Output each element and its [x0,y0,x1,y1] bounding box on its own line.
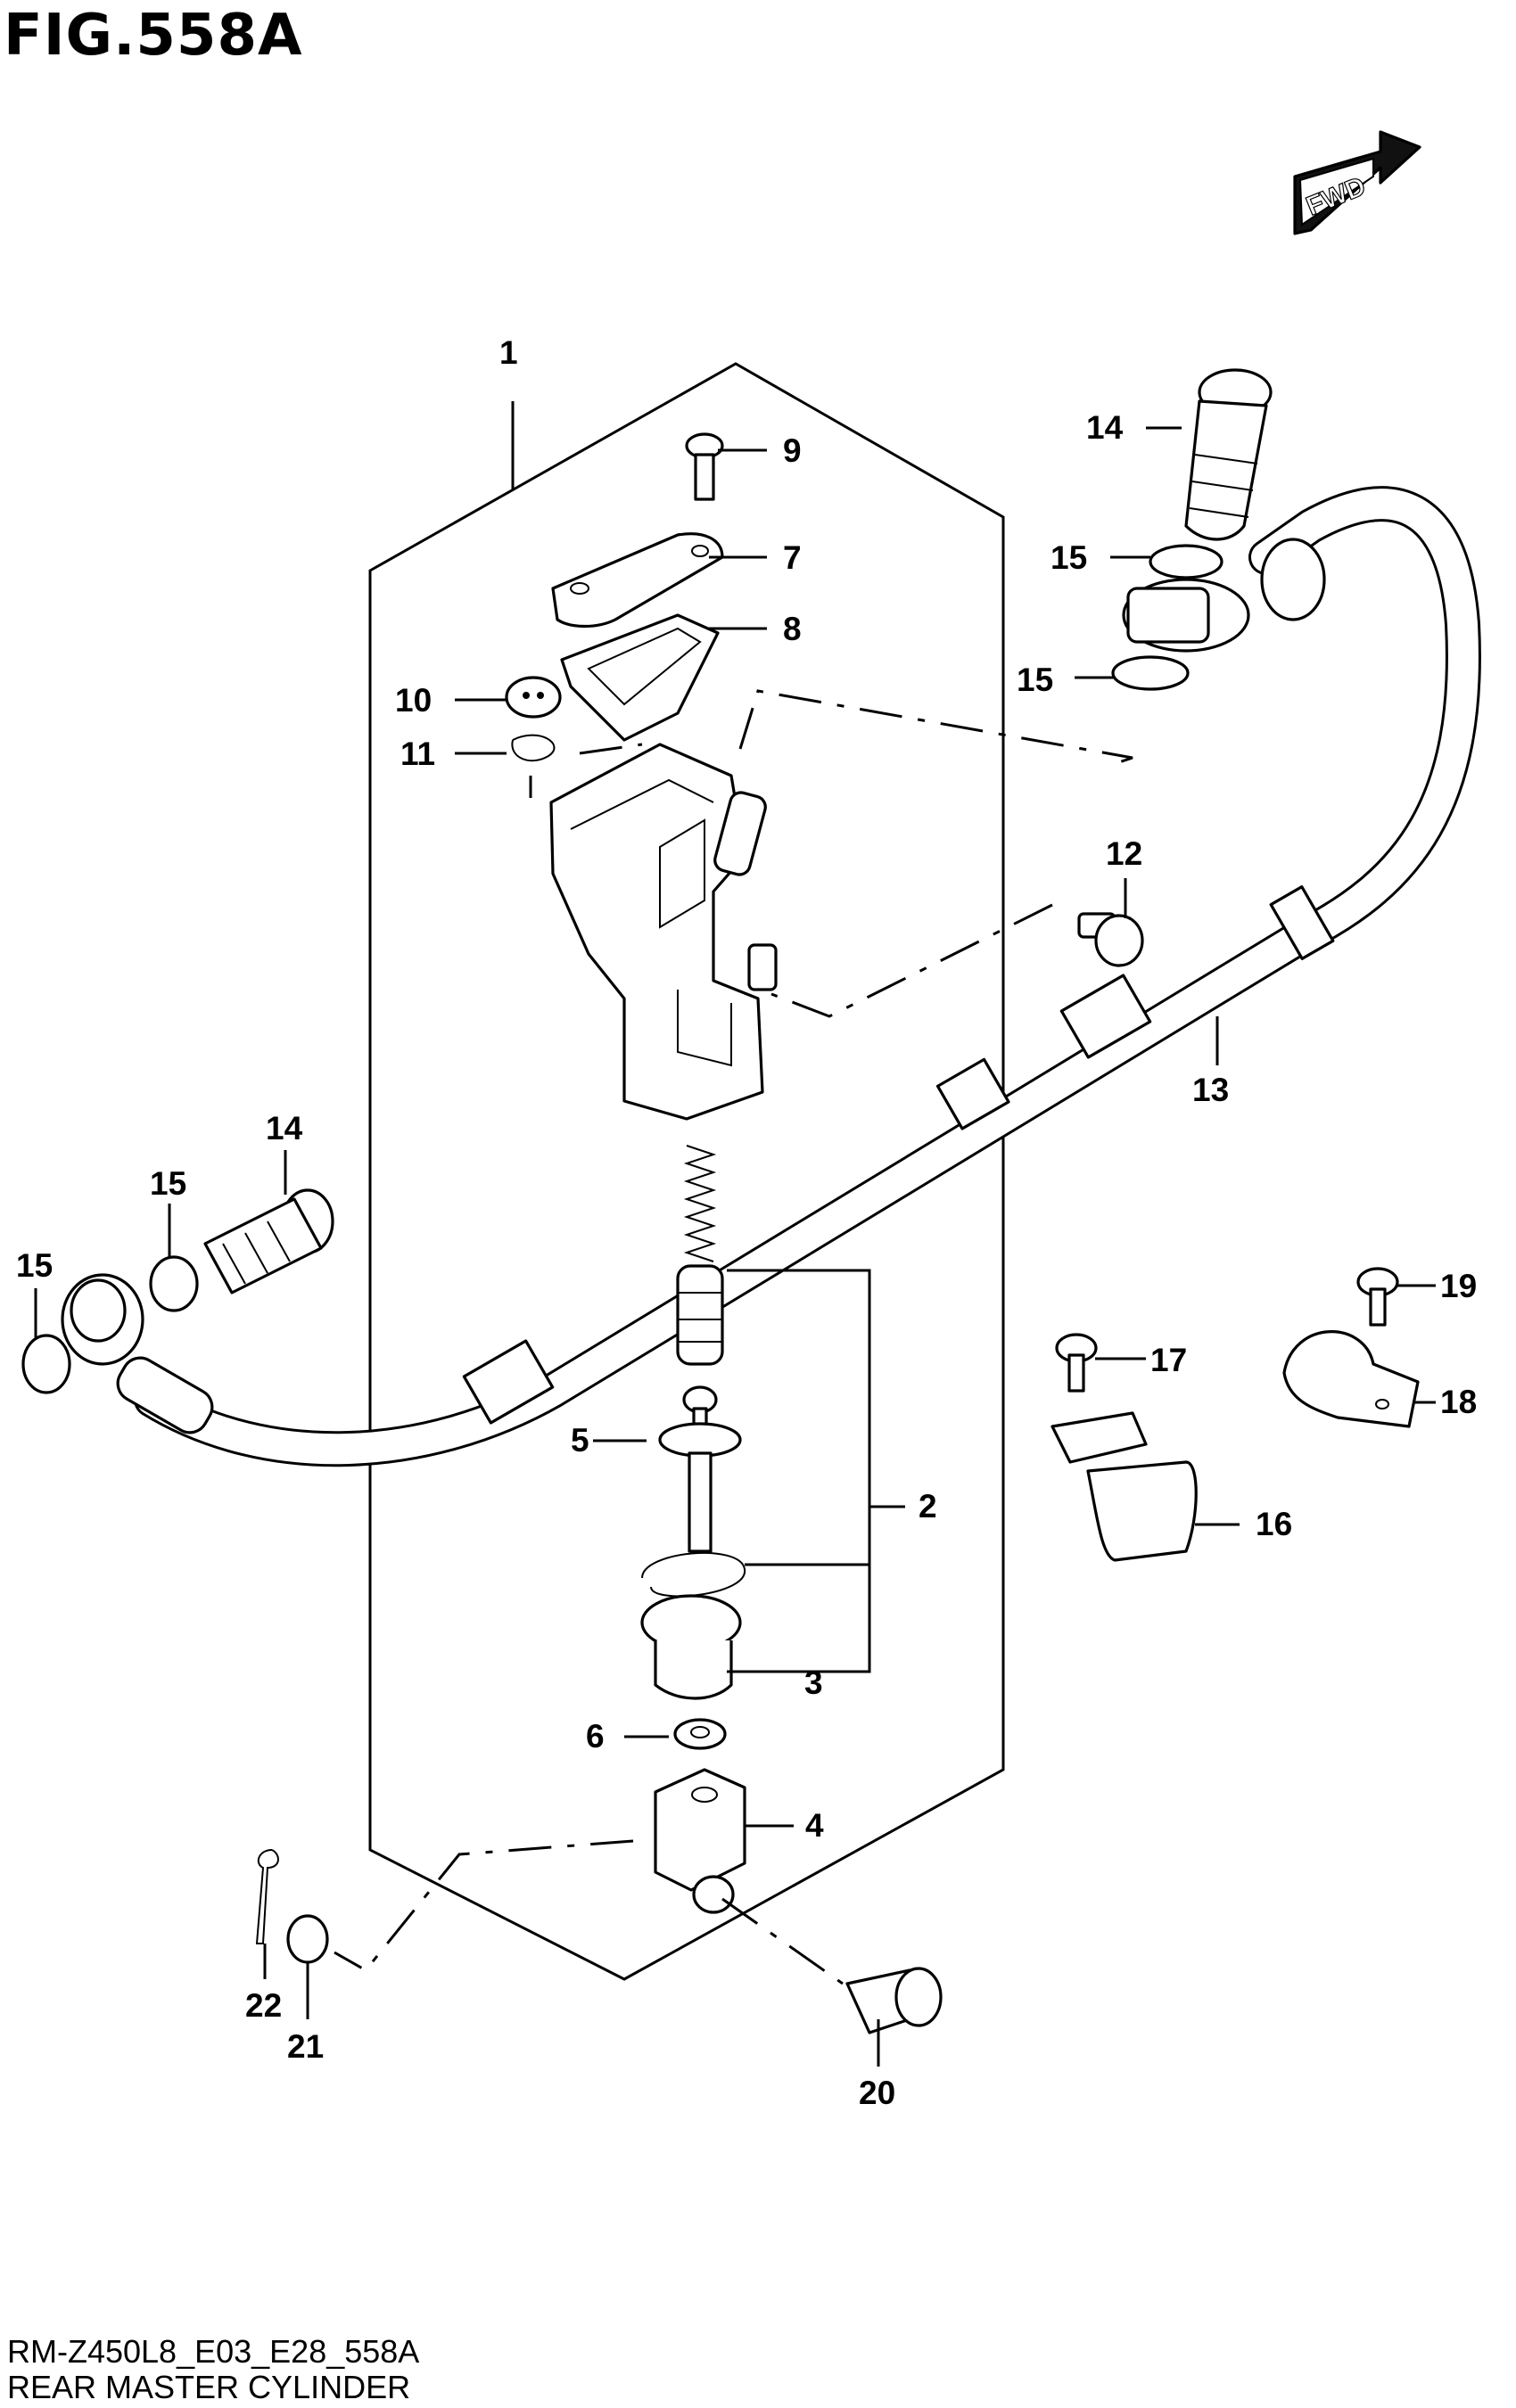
callout-15-upper-b: 15 [1017,662,1053,698]
callout-13: 13 [1192,1072,1229,1108]
spring [683,1145,717,1262]
pin-20 [845,1967,943,2034]
plate-10 [505,676,562,719]
piston [676,1264,724,1366]
callout-22: 22 [245,1987,282,2024]
callout-19: 19 [1440,1268,1477,1304]
upper-banjo-fitting [1122,538,1326,653]
callout-5: 5 [571,1422,589,1459]
callout-20: 20 [859,2075,895,2111]
washer-15a [1149,544,1224,579]
reservoir-cap [551,532,724,629]
callout-21: 21 [287,2028,324,2065]
screw-9 [685,432,724,501]
figure-title: FIG.558A [4,3,303,69]
clevis-4 [654,1768,746,1914]
callout-1: 1 [499,334,518,371]
callout-3: 3 [804,1664,823,1701]
callout-12: 12 [1106,835,1142,872]
callout-14-upper: 14 [1086,409,1124,446]
model-code: RM-Z450L8_E03_E28_558A [7,2333,420,2370]
bolt-19 [1356,1267,1399,1327]
master-cylinder-body [549,743,778,1121]
callout-18: 18 [1440,1384,1477,1420]
nut-6 [673,1718,727,1750]
brake-hose [134,486,1481,1467]
callout-16: 16 [1256,1506,1292,1542]
callout-labels: 1 2 3 4 5 6 7 8 9 10 11 12 13 14 14 15 1… [16,334,1477,2111]
union-bolt-14a [1184,368,1273,541]
cotter-pin-22 [255,1849,279,1944]
callout-14-lower: 14 [266,1110,303,1146]
leader-lines [34,426,1436,2067]
washer-15c [149,1255,199,1312]
callout-4: 4 [805,1807,824,1844]
callout-11: 11 [400,736,435,772]
hose-guide-16 [1050,1411,1198,1562]
bolt-17 [1055,1333,1098,1393]
callout-10: 10 [395,682,432,719]
snap-ring [641,1551,746,1598]
callout-7: 7 [783,539,802,576]
callout-15-lower-a: 15 [150,1165,186,1202]
fwd-arrow-icon: FWD [1293,130,1421,235]
alignment-lines [334,689,1133,1985]
bolt-12 [1077,912,1144,967]
assembly-boundary [368,362,1005,1981]
diaphragm [560,613,720,742]
callout-9: 9 [783,432,802,469]
washer-21 [286,1914,329,1964]
washer-15b [1111,655,1190,691]
callout-15-lower-b: 15 [16,1247,53,1284]
push-rod-5 [658,1385,742,1553]
callout-17: 17 [1150,1342,1187,1378]
callout-8: 8 [783,611,802,647]
lower-banjo-fitting [61,1273,214,1434]
bracket-18 [1282,1330,1420,1428]
circlip-11 [511,734,556,762]
callout-15-upper-a: 15 [1050,539,1087,576]
callout-6: 6 [586,1718,605,1755]
washer-15d [21,1334,71,1394]
callout-2: 2 [919,1488,937,1525]
union-bolt-14b [203,1188,334,1294]
boot-3 [640,1594,742,1700]
figure-caption: REAR MASTER CYLINDER [7,2369,411,2405]
